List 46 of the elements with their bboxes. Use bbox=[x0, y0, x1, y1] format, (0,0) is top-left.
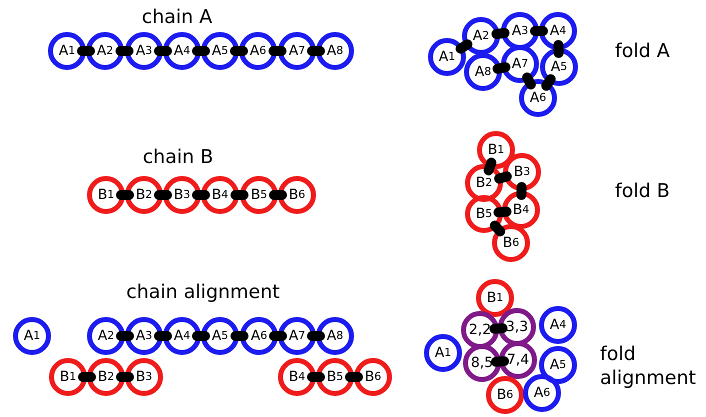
panel-label: chain A bbox=[140, 6, 214, 30]
bond-link bbox=[269, 331, 287, 341]
bond-link bbox=[307, 46, 325, 56]
bond-link bbox=[456, 39, 472, 54]
bond-link bbox=[116, 331, 134, 341]
bond-link bbox=[154, 46, 172, 56]
bond-link bbox=[268, 46, 286, 56]
labeled-circle: 3,3 bbox=[498, 308, 536, 346]
bond-link bbox=[553, 40, 564, 58]
bond-link bbox=[490, 220, 506, 236]
bond-link bbox=[230, 46, 248, 56]
bond-link bbox=[541, 74, 556, 91]
bond-link bbox=[269, 190, 287, 200]
bond-link bbox=[230, 190, 248, 200]
labeled-circle: 8,5 bbox=[463, 344, 501, 382]
panel-label: chain B bbox=[142, 146, 214, 170]
bond-link bbox=[230, 331, 248, 341]
bond-link bbox=[530, 26, 548, 36]
bond-link bbox=[494, 171, 512, 184]
bond-link bbox=[154, 190, 172, 200]
labeled-circle: 2,2 bbox=[461, 311, 499, 349]
bond-link bbox=[484, 158, 496, 176]
bond-link bbox=[307, 331, 325, 341]
bond-link bbox=[78, 372, 96, 382]
bond-link bbox=[77, 46, 95, 56]
bond-link bbox=[345, 372, 363, 382]
bond-link bbox=[116, 372, 134, 382]
bond-link bbox=[516, 182, 527, 200]
bond-link bbox=[307, 372, 325, 382]
bond-link bbox=[492, 28, 510, 39]
panel-label: fold A bbox=[615, 40, 671, 64]
bond-link bbox=[490, 323, 508, 334]
bond-link bbox=[494, 206, 512, 218]
bond-link bbox=[116, 190, 134, 200]
bond-link bbox=[192, 190, 210, 200]
bond-link bbox=[192, 331, 210, 341]
bond-link bbox=[522, 72, 536, 90]
bond-link bbox=[116, 46, 134, 56]
bond-link bbox=[192, 46, 210, 56]
labeled-circle: 7,4 bbox=[499, 341, 537, 379]
panel-label: fold B bbox=[615, 180, 671, 204]
bond-link bbox=[154, 331, 172, 341]
bond-link bbox=[492, 62, 510, 74]
panel-label: fold alignment bbox=[600, 343, 697, 390]
panel-label: chain alignment bbox=[125, 281, 281, 305]
bond-link bbox=[491, 356, 509, 367]
